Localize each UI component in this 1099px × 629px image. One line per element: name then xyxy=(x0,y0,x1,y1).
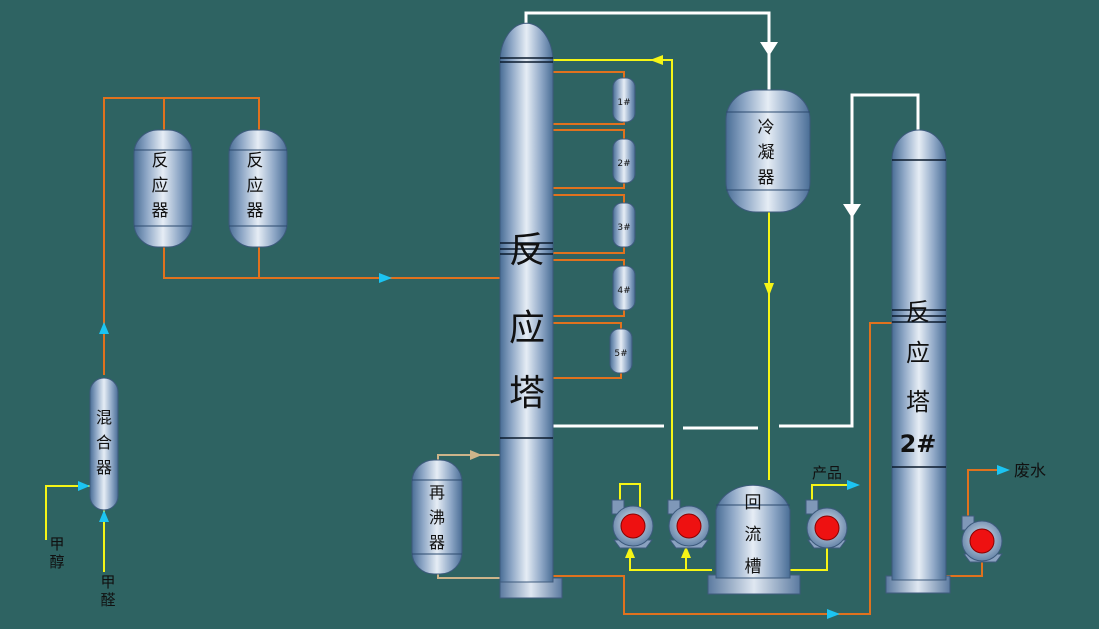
condenser-label-2: 凝 xyxy=(758,143,775,163)
formaldehyde-label-1: 甲 xyxy=(100,573,115,591)
arrow-up-pump-a xyxy=(625,546,635,558)
arrow-right-methanol xyxy=(78,481,90,491)
reactor-b: 反 应 器 xyxy=(228,129,288,248)
product-pump-indicator xyxy=(814,515,840,541)
wastewater-label: 废水 xyxy=(1014,461,1046,480)
reboiler-label-1: 再 xyxy=(429,483,445,502)
reactor-b-label-2: 应 xyxy=(247,176,264,196)
reflux-pump-a-indicator xyxy=(620,513,646,539)
condenser-label-3: 器 xyxy=(758,168,775,188)
reactor-a-label-1: 反 xyxy=(152,151,169,171)
pipe-tank-to-pumps xyxy=(629,548,712,571)
reflux-pump-b-indicator xyxy=(676,513,702,539)
condenser-label-1: 冷 xyxy=(758,118,775,138)
arrow-down-condensate xyxy=(764,283,774,296)
reflux-tank-label-3: 槽 xyxy=(745,557,762,577)
mixer-label-1: 混 xyxy=(96,408,112,427)
reactor-a: 反 应 器 xyxy=(133,129,193,248)
mixer-label-3: 器 xyxy=(96,458,112,477)
pipe-tower2-bottom-pump xyxy=(946,560,983,577)
arrow-right-wastewater xyxy=(997,465,1010,475)
pipe-tower-bottom-to-tower2 xyxy=(553,322,892,615)
reaction-tower-2: 反 应 塔 2# xyxy=(885,129,951,594)
reboiler-label-3: 器 xyxy=(429,533,445,552)
methanol-label-1: 甲 xyxy=(49,535,64,553)
reactor-a-label-3: 器 xyxy=(152,201,169,221)
wastewater-pump-indicator xyxy=(969,528,995,554)
reboiler: 再 沸 器 xyxy=(411,459,463,575)
side-vessel-1-label: 1# xyxy=(617,98,630,108)
side-vessel-5-label: 5# xyxy=(614,349,627,359)
main-tower-label-1: 反 xyxy=(509,230,545,271)
side-vessel-4-label: 4# xyxy=(617,286,630,296)
main-tower-label-3: 塔 xyxy=(509,373,545,414)
flow-arrows xyxy=(78,42,1010,619)
reboiler-label-2: 沸 xyxy=(429,508,445,527)
tower2-number-label: 2# xyxy=(900,430,937,458)
main-reaction-tower: 反 应 塔 xyxy=(499,22,563,599)
pipe-vapor-top xyxy=(524,11,771,90)
wastewater-pump xyxy=(961,515,1003,563)
arrow-up-mixer-out xyxy=(99,322,109,334)
arrow-right-to-tower2 xyxy=(827,609,840,619)
arrow-right-reboiler-return xyxy=(470,450,482,460)
arrow-up-formaldehyde xyxy=(99,510,109,522)
formaldehyde-label-2: 醛 xyxy=(100,591,115,609)
pipe-wastewater-out xyxy=(967,469,1000,530)
pipe-pump-suction-a xyxy=(619,483,641,512)
condenser: 冷 凝 器 xyxy=(725,89,811,213)
reactor-b-label-1: 反 xyxy=(247,151,264,171)
pipe-reflux-return xyxy=(553,59,673,500)
product-label: 产品 xyxy=(812,464,842,482)
tower2-label-2: 应 xyxy=(906,339,930,367)
pipe-reactors-to-tower xyxy=(163,247,500,279)
reflux-pump-b xyxy=(667,499,710,549)
side-vessel-3: 3# xyxy=(612,202,636,248)
reflux-tank-label-2: 流 xyxy=(745,525,762,545)
reflux-tank-label-1: 回 xyxy=(745,493,762,513)
arrow-right-to-tower xyxy=(379,273,392,283)
side-vessel-5: 5# xyxy=(609,328,633,374)
side-vessel-1: 1# xyxy=(612,77,636,123)
arrow-right-product xyxy=(847,480,860,490)
pipe-vapor-tower2 xyxy=(553,93,920,430)
pipe-side-draw-3 xyxy=(553,194,625,254)
methanol-label-2: 醇 xyxy=(49,553,64,571)
product-pump xyxy=(805,499,848,549)
mixer: 混 合 器 xyxy=(89,377,119,511)
main-tower-label-2: 应 xyxy=(509,308,545,349)
reactor-b-label-3: 器 xyxy=(247,201,264,221)
arrow-up-pump-b xyxy=(681,546,691,558)
reactor-a-label-2: 应 xyxy=(152,176,169,196)
side-vessel-4: 4# xyxy=(612,265,636,311)
tower2-label-3: 塔 xyxy=(906,388,930,416)
side-vessel-2-label: 2# xyxy=(617,159,630,169)
arrow-down-vapor-condenser xyxy=(760,42,778,56)
mixer-label-2: 合 xyxy=(96,433,112,452)
tower2-label-1: 反 xyxy=(906,298,930,326)
side-vessel-2: 2# xyxy=(612,138,636,184)
arrow-left-reflux xyxy=(650,55,663,65)
arrow-down-vapor-tower2 xyxy=(843,204,861,218)
pipe-methanol-feed xyxy=(45,485,90,540)
reflux-tank: 回 流 槽 xyxy=(707,484,801,595)
side-vessel-3-label: 3# xyxy=(617,223,630,233)
reflux-pump-a xyxy=(611,499,654,549)
